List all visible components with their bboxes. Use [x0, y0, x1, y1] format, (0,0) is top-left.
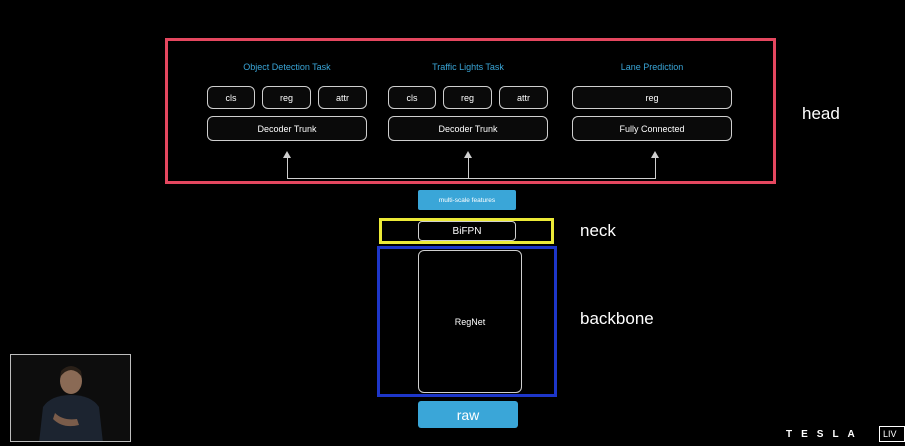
presenter-figure: [11, 355, 130, 441]
task-title-lane-prediction: Lane Prediction: [620, 62, 684, 72]
output-cls: cls: [207, 86, 255, 109]
regnet-block: RegNet: [418, 250, 522, 393]
arrow-up-icon: [651, 151, 659, 158]
output-reg: reg: [572, 86, 732, 109]
task-title-traffic-lights: Traffic Lights Task: [432, 62, 504, 72]
output-attr: attr: [499, 86, 548, 109]
arrow-line: [287, 157, 288, 179]
arrow-up-icon: [283, 151, 291, 158]
arrow-line: [468, 157, 469, 179]
tesla-logo: TESLA: [786, 429, 864, 440]
decoder-trunk: Decoder Trunk: [207, 116, 367, 141]
output-cls: cls: [388, 86, 436, 109]
feature-bus-line: [287, 178, 655, 179]
arrow-line: [655, 157, 656, 179]
live-badge: LIV: [879, 426, 905, 442]
backbone-label: backbone: [580, 309, 654, 328]
multi-scale-features-block: multi-scale features: [418, 190, 516, 210]
neck-region-box: [379, 218, 554, 244]
neck-label: neck: [580, 221, 616, 240]
fully-connected: Fully Connected: [572, 116, 732, 141]
presenter-video-thumbnail: [10, 354, 131, 442]
backbone-region-box: [377, 246, 557, 397]
head-region-box: [165, 38, 776, 184]
decoder-trunk: Decoder Trunk: [388, 116, 548, 141]
output-reg: reg: [262, 86, 311, 109]
output-attr: attr: [318, 86, 367, 109]
output-reg: reg: [443, 86, 492, 109]
task-title-object-detection: Object Detection Task: [243, 62, 331, 72]
bifpn-block: BiFPN: [418, 221, 516, 241]
arrow-up-icon: [464, 151, 472, 158]
raw-input-block: raw: [418, 401, 518, 428]
head-label: head: [802, 104, 840, 123]
